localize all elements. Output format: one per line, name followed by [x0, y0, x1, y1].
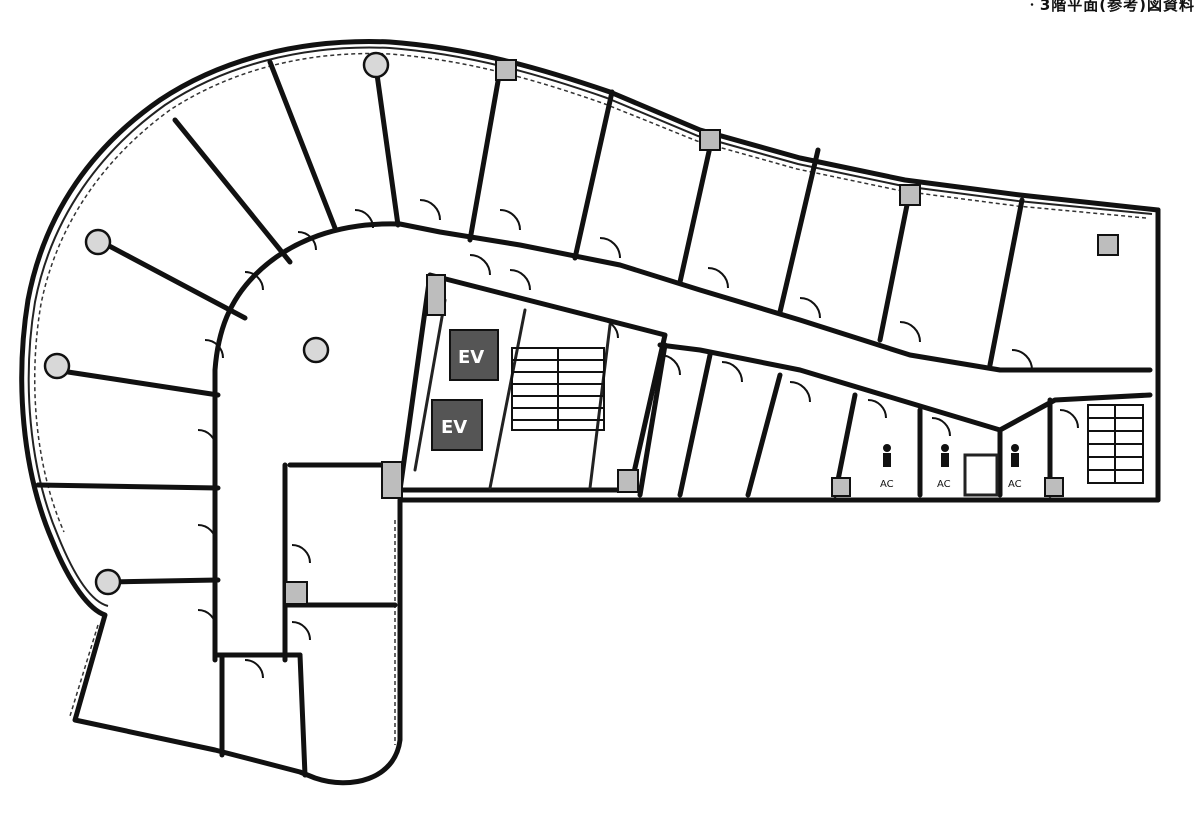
restroom-accessible-icon: [1011, 444, 1019, 467]
elevator-1-label: EV: [458, 347, 484, 368]
ac-label-1: AC: [880, 479, 894, 490]
pillar-marker: [831, 477, 851, 497]
lower-wing-rooms: [212, 602, 398, 778]
pillar-marker: [1097, 234, 1119, 256]
column-marker: [362, 51, 390, 79]
pillar-marker: [284, 581, 308, 605]
ac-label-2: AC: [937, 479, 951, 490]
column-marker: [43, 352, 71, 380]
pillar-marker: [426, 274, 446, 316]
elevator-2: [431, 399, 483, 451]
pillar-marker: [699, 129, 721, 151]
pillar-marker: [495, 59, 517, 81]
pillar-marker: [381, 461, 403, 499]
pillar-marker: [899, 184, 921, 206]
emergency-stairs: [1087, 404, 1144, 484]
plan-title-fragment: ㆍ3階平面(参考)図資料: [1025, 0, 1195, 14]
column-marker: [94, 568, 122, 596]
pillar-marker: [1044, 477, 1064, 497]
main-stairs: [511, 347, 605, 431]
service-rooms: AC AC AC: [637, 342, 1144, 498]
pillar-marker: [617, 469, 639, 493]
doors: [197, 199, 1079, 679]
ac-label-3: AC: [1008, 479, 1022, 490]
column-marker: [84, 228, 112, 256]
elevator-2-label: EV: [441, 417, 467, 438]
restroom-male-icon: [883, 444, 891, 467]
room-dividers: [35, 57, 1161, 585]
column-marker: [302, 336, 330, 364]
outer-wall: [19, 39, 1161, 786]
corridor-walls: [212, 221, 1153, 663]
elevator-1: [449, 329, 499, 381]
structural-columns: [43, 51, 1119, 605]
restroom-female-icon: [941, 444, 949, 467]
